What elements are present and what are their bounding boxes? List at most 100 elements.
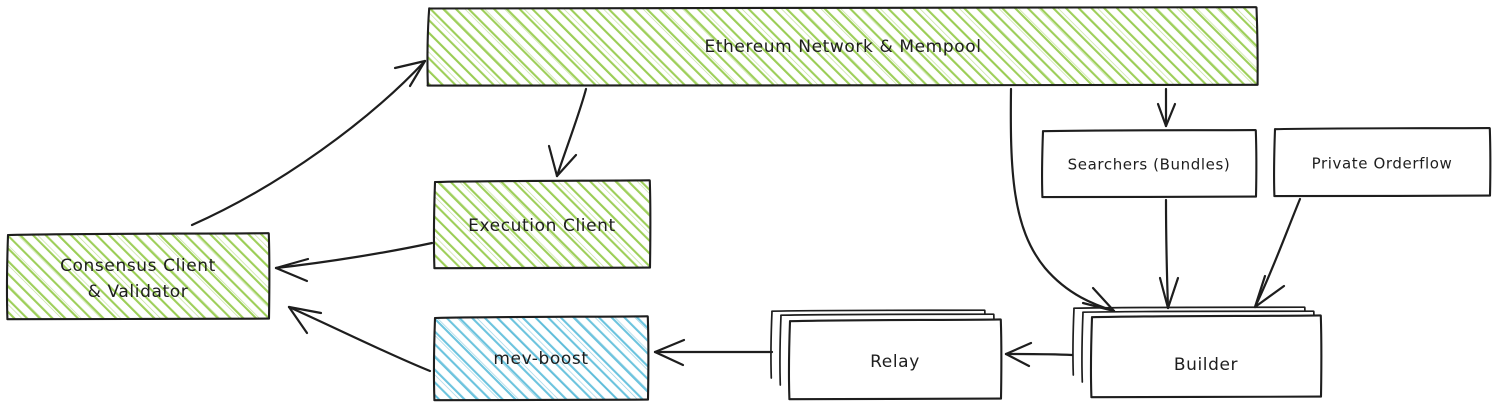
relay-card-mid-top (780, 313, 995, 317)
edge-searchers-to-builder (1158, 198, 1180, 310)
edge-searchers-to-builder-head-a (1158, 276, 1170, 310)
edge-searchers-to-builder-line (1164, 198, 1170, 310)
builder-card-front-right (1319, 314, 1323, 398)
edge-ethereum-to-execution-head-b (555, 153, 578, 178)
edge-consensus-to-ethereum (190, 59, 427, 227)
ethereum-network-border-left (426, 7, 431, 87)
builder-card-mid-top (1082, 310, 1315, 314)
private-orderflow-border-right (1488, 127, 1492, 197)
edge-execution-to-consensus-head-b (274, 266, 309, 283)
edge-ethereum-to-searchers-head-a (1156, 102, 1168, 128)
private-orderflow-label: Private Orderflow (1312, 155, 1453, 173)
relay-card-back-top (771, 309, 986, 313)
searchers-border-right (1254, 129, 1258, 198)
searchers-fill (1042, 130, 1256, 197)
searchers-border-top (1041, 129, 1257, 133)
edge-private-orderflow-to-builder-head-a (1253, 274, 1267, 309)
relay-card-front-top (788, 318, 1002, 323)
consensus-client-label-line1: Consensus Client (60, 256, 216, 276)
mev-boost-label: mev-boost (493, 349, 588, 369)
builder-card-back-top (1073, 306, 1306, 310)
edge-ethereum-to-execution-head-a (547, 144, 559, 178)
edge-mev-boost-to-consensus-line (287, 305, 432, 373)
mev-boost-border-top (433, 315, 649, 320)
builder-card-front-bottom (1090, 395, 1323, 399)
edge-consensus-to-ethereum-head-a (393, 59, 427, 70)
edge-ethereum-to-builder-head-b (1091, 286, 1116, 313)
searchers-border-bottom (1041, 195, 1258, 199)
ethereum-network-border-bottom (426, 83, 1259, 87)
consensus-client-fill-overlay (7, 233, 269, 319)
builder-card-mid-left (1081, 311, 1084, 383)
node-builder[interactable]: Builder (1072, 306, 1323, 399)
consensus-client-border-right (267, 232, 271, 320)
node-mev-boost[interactable]: mev-boost (432, 315, 650, 402)
mev-boost-border-right (646, 315, 650, 401)
edge-ethereum-to-execution (547, 87, 588, 178)
edge-builder-to-relay-line (1004, 352, 1074, 357)
edge-relay-to-mev-boost (653, 338, 774, 367)
ethereum-network-border-top (428, 6, 1258, 10)
execution-client-fill-overlay (434, 180, 650, 268)
mev-boost-fill-overlay (434, 316, 648, 400)
edge-private-orderflow-to-builder-line (1253, 197, 1302, 309)
private-orderflow-border-bottom (1273, 194, 1492, 198)
edge-execution-to-consensus-line (274, 241, 434, 270)
node-searchers[interactable]: Searchers (Bundles) (1041, 129, 1258, 199)
node-ethereum-network[interactable]: Ethereum Network & Mempool (426, 6, 1259, 87)
relay-card-mid-left (779, 314, 782, 386)
relay-label: Relay (870, 352, 920, 372)
relay-card-front (789, 319, 1001, 399)
consensus-client-label-line2: & Validator (88, 282, 189, 302)
node-private-orderflow[interactable]: Private Orderflow (1273, 127, 1492, 198)
node-consensus-client[interactable]: Consensus Client & Validator (5, 232, 271, 321)
mev-boost-border-left (432, 317, 437, 402)
edge-ethereum-to-searchers (1156, 87, 1177, 128)
execution-client-label: Execution Client (468, 216, 616, 236)
builder-card-front-left (1089, 316, 1094, 399)
execution-client-border-bottom (433, 266, 652, 270)
ethereum-network-fill-overlay (427, 7, 1258, 86)
node-execution-client[interactable]: Execution Client (432, 179, 652, 270)
builder-card-front (1091, 315, 1321, 397)
private-orderflow-border-top (1273, 127, 1491, 131)
ethereum-network-label: Ethereum Network & Mempool (704, 37, 981, 57)
edge-execution-to-consensus-head-a (274, 257, 310, 270)
edge-relay-to-mev-boost-head-a (653, 338, 686, 354)
edge-private-orderflow-to-builder (1253, 197, 1302, 309)
ethereum-network-border-right (1255, 6, 1259, 86)
edge-consensus-to-ethereum-line (190, 59, 427, 227)
edge-mev-boost-to-consensus-head-a (287, 305, 323, 315)
edge-ethereum-to-builder-line (1009, 87, 1116, 313)
execution-client-border-top (433, 179, 651, 184)
node-relay[interactable]: Relay (770, 309, 1003, 401)
builder-card-front-top (1090, 314, 1322, 319)
edge-builder-to-relay-head-a (1004, 341, 1033, 356)
relay-card-front-left (787, 320, 792, 401)
edge-ethereum-to-execution-line (555, 87, 588, 178)
relay-card-front-right (999, 318, 1003, 400)
edge-builder-to-relay (1004, 341, 1074, 368)
searchers-label: Searchers (Bundles) (1068, 156, 1231, 174)
builder-card-back-left (1072, 307, 1075, 376)
builder-label: Builder (1174, 355, 1238, 375)
edge-execution-to-consensus (274, 241, 434, 283)
execution-client-border-left (432, 181, 437, 270)
searchers-border-left (1041, 130, 1045, 199)
mev-boost-border-bottom (433, 398, 650, 402)
consensus-client-border-left (5, 234, 10, 321)
edge-searchers-to-builder-head-b (1166, 276, 1180, 310)
execution-client-border-right (648, 179, 652, 269)
edge-relay-to-mev-boost-head-b (653, 350, 685, 367)
consensus-client-border-bottom (6, 317, 271, 321)
private-orderflow-border-left (1273, 128, 1277, 198)
private-orderflow-fill (1274, 128, 1490, 196)
relay-card-back-left (770, 310, 773, 379)
edge-private-orderflow-to-builder-head-b (1253, 284, 1286, 309)
edge-mev-boost-to-consensus (287, 305, 432, 373)
edge-ethereum-to-searchers-head-b (1164, 102, 1177, 128)
edge-builder-to-relay-head-b (1004, 352, 1031, 368)
edge-ethereum-to-builder (1009, 87, 1116, 313)
